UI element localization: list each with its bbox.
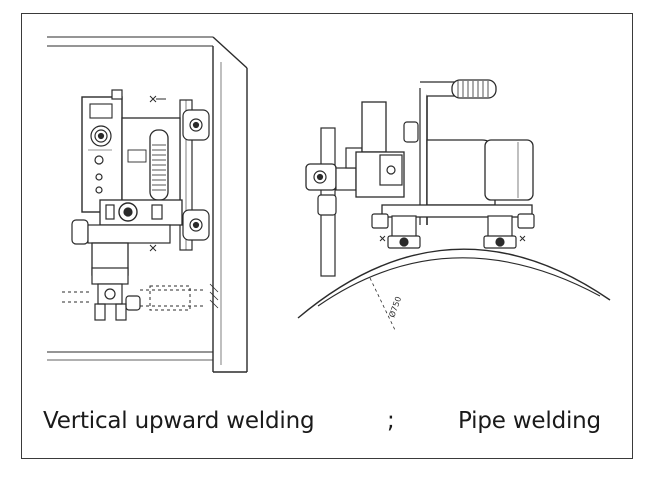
caption-vertical-upward-welding: Vertical upward welding — [43, 408, 315, 434]
caption-separator: ; — [387, 408, 395, 434]
figure-caption: Vertical upward welding ; Pipe welding — [21, 408, 633, 448]
vertical-welding-drawing — [47, 36, 248, 373]
pipe-diameter-label: Ø750 — [386, 295, 403, 319]
caption-pipe-welding: Pipe welding — [458, 408, 601, 434]
pipe-welding-drawing: Ø750 — [297, 79, 611, 331]
